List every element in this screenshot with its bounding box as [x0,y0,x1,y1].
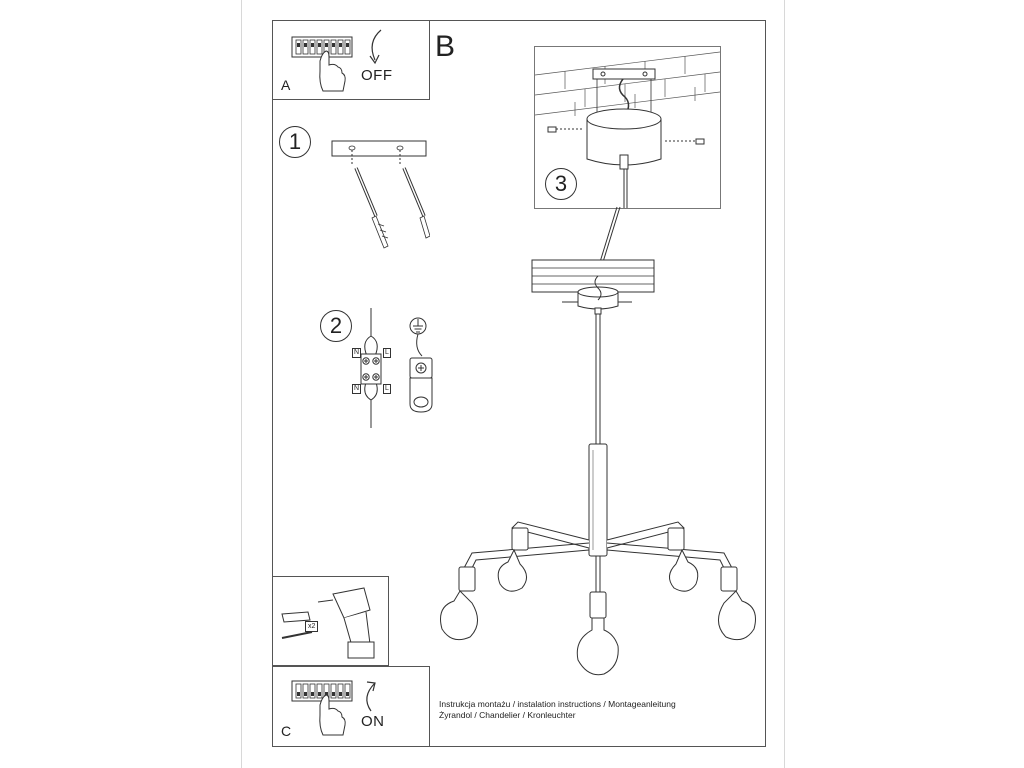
arrow-up-icon [366,681,376,712]
ceiling-canopy-detail [535,51,720,208]
step-3-badge: 3 [545,168,577,200]
wiring-diagram [360,308,433,428]
fuse-box-icon [291,36,353,92]
caption-line-1: Instrukcja montażu / instalation instruc… [439,699,676,709]
terminal-neutral-bottom: N [352,384,362,394]
on-label: ON [361,713,385,730]
tools-panel: x2 [272,576,389,666]
panel-c-power-on: ON C [272,666,430,747]
panel-a-letter: A [281,77,291,93]
drill-with-screws-icon [281,587,375,659]
off-label: OFF [361,67,393,84]
instruction-sheet: OFF A B 1 2 [241,0,785,768]
arrow-down-icon [369,29,382,65]
step-1-badge: 1 [279,126,311,158]
mounting-bracket-with-dowels-icon [331,140,430,249]
terminal-live-top: L [383,348,391,358]
caption-line-2: Żyrandol / Chandelier / Kronleuchter [439,710,576,720]
document-caption: Instrukcja montażu / instalation instruc… [439,699,739,721]
panel-b-letter: B [435,30,456,63]
chandelier-drawing [440,206,756,676]
panel-c-letter: C [281,723,292,739]
panel-a-power-off: OFF A [272,20,430,100]
quantity-badge: x2 [305,621,319,632]
terminal-neutral-top: N [352,348,362,358]
terminal-live-bottom: L [383,384,391,394]
step-2-badge: 2 [320,310,352,342]
sheet-frame [272,20,766,747]
fuse-box-icon [291,680,353,736]
